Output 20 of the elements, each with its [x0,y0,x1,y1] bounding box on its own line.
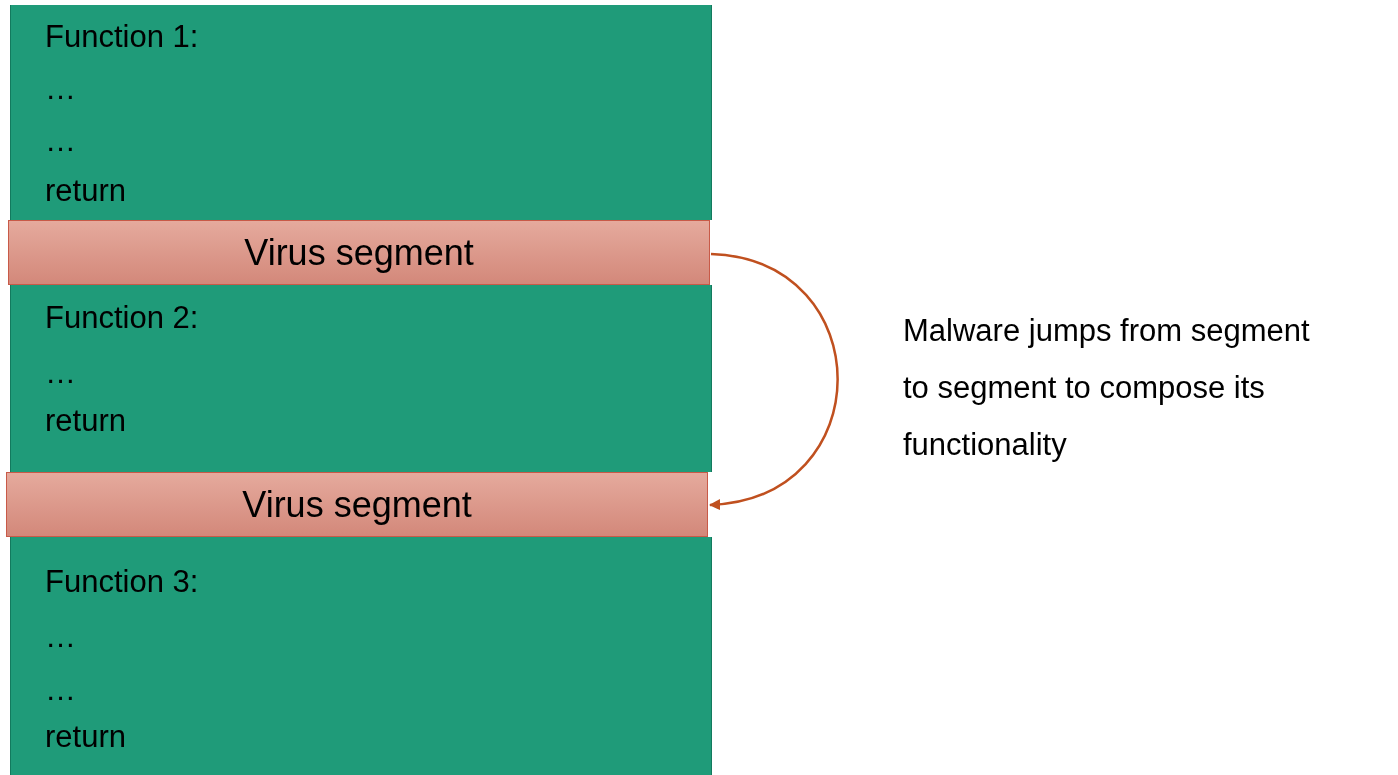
virus-segment-bar [6,472,708,537]
code-line: return [45,403,126,439]
code-line: Function 3: [45,564,199,600]
code-section [10,537,712,775]
code-line: return [45,173,126,209]
code-line: … [45,123,76,159]
code-section [10,285,712,472]
code-line: … [45,619,76,655]
code-line: return [45,719,126,755]
virus-segment-bar [8,220,710,285]
annotation-text: Malware jumps from segment to segment to compose its functionality [903,312,1311,464]
code-section [10,5,712,220]
code-line: … [45,672,76,708]
segment-label: Virus segment [244,231,474,274]
code-line: Function 1: [45,19,199,55]
code-line: … [45,71,76,107]
curved-arrow [708,252,839,509]
segment-label: Virus segment [242,483,472,526]
code-line: Function 2: [45,300,199,336]
code-line: … [45,355,76,391]
